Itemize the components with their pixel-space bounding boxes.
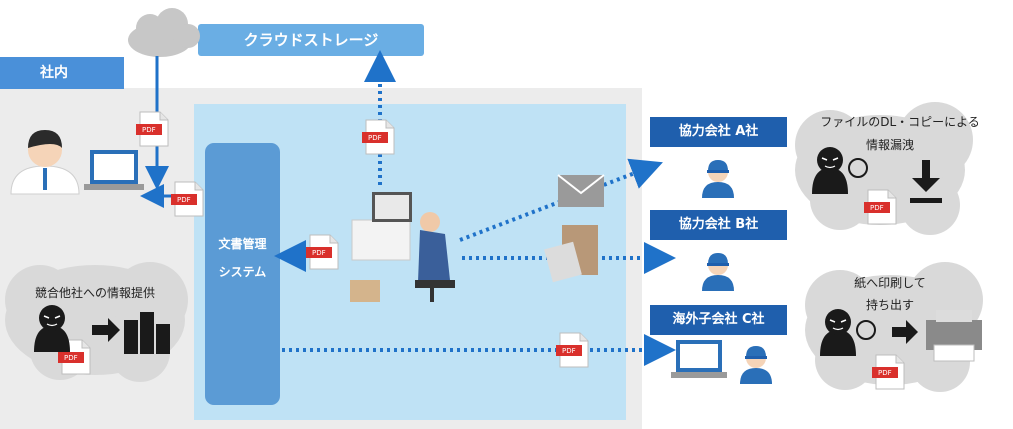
pdf-label: PDF [870, 204, 884, 212]
threat-bubble-top-right [795, 102, 973, 235]
partner-b-label: 協力会社 B社 [650, 210, 787, 240]
partner-b-worker-icon [702, 253, 734, 291]
download-icon [910, 160, 942, 203]
partner-a-worker-icon [702, 160, 734, 198]
cloud-icon [128, 8, 200, 57]
doc-system-label-2: システム [218, 265, 267, 279]
pdf-label: PDF [312, 249, 326, 257]
laptop-icon [84, 150, 144, 190]
pdf-label: PDF [368, 134, 382, 142]
pdf-label: PDF [177, 196, 191, 204]
laptop-icon [671, 340, 727, 378]
threat-competitor-caption: 競合他社への情報提供 [34, 286, 155, 300]
pdf-label: PDF [64, 354, 78, 362]
partner-c-worker-icon [740, 346, 772, 384]
pdf-label: PDF [878, 369, 892, 377]
building-icon [124, 312, 170, 354]
pdf-label: PDF [562, 347, 576, 355]
package-icon [544, 225, 598, 283]
partner-a-label: 協力会社 A社 [650, 117, 787, 147]
doc-system-label-1: 文書管理 [218, 237, 267, 251]
printer-icon [926, 310, 982, 362]
arrow-icon [892, 320, 918, 344]
internal-label: 社内 [0, 57, 124, 89]
threat-print-caption-2: 持ち出す [865, 298, 914, 312]
threat-download-caption-2: 情報漏洩 [865, 138, 914, 152]
pdf-label: PDF [142, 126, 156, 134]
partner-c-label: 海外子会社 C社 [650, 305, 787, 335]
office-worker-icon [350, 192, 455, 302]
arrow-icon [92, 318, 120, 342]
user-icon [10, 130, 80, 195]
threat-print-caption-1: 紙へ印刷して [854, 276, 926, 290]
threat-download-caption-1: ファイルのDL・コピーによる [820, 115, 980, 129]
threat-bubble-left [5, 262, 188, 382]
envelope-icon [557, 174, 605, 207]
document-management-system: 文書管理 システム [205, 143, 280, 405]
